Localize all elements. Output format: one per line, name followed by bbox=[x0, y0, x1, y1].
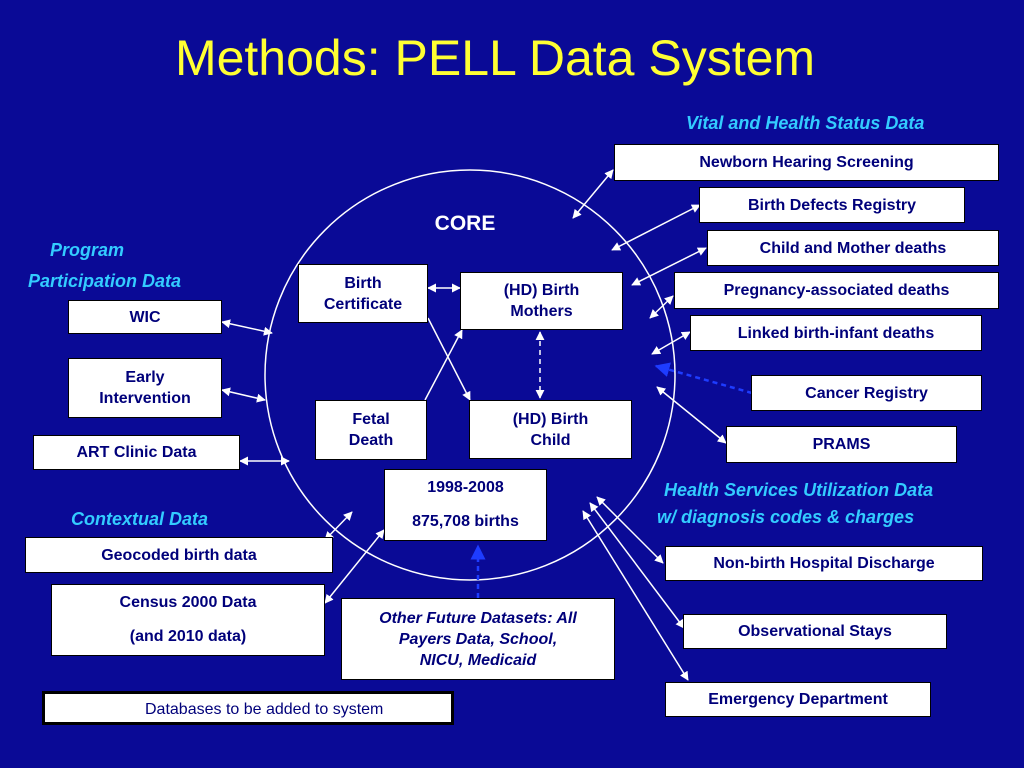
connector-nonbirth-discharge bbox=[596, 496, 664, 564]
core-label: CORE bbox=[434, 212, 496, 235]
birth-certificate-line1: Birth bbox=[344, 274, 382, 292]
connector-fetal-mothers bbox=[424, 329, 463, 401]
hd-birth-child-line2: Child bbox=[530, 431, 571, 449]
art-clinic-box: ART Clinic Data bbox=[33, 435, 240, 470]
connector-child-mother-deaths bbox=[631, 247, 707, 286]
fetal-death-line1: Fetal bbox=[352, 411, 390, 428]
geocoded-box: Geocoded birth data bbox=[25, 537, 333, 573]
census-line2: (and 2010 data) bbox=[129, 628, 247, 645]
future-line1: Other Future Datasets: All bbox=[379, 609, 577, 627]
connector-pregnancy-deaths bbox=[649, 295, 674, 319]
cancer-registry-box: Cancer Registry bbox=[751, 375, 982, 411]
census-box: Census 2000 Data (and 2010 data) bbox=[51, 584, 325, 656]
hd-birth-mothers-line2: Mothers bbox=[510, 303, 573, 320]
future-line2: Payers Data, School, bbox=[398, 630, 558, 648]
connector-cancer-registry bbox=[654, 362, 753, 395]
contextual-section-heading: Contextual Data bbox=[71, 509, 209, 529]
legend-text: Databases to be added to system bbox=[145, 701, 384, 718]
connector-emergency bbox=[582, 510, 689, 681]
birth-certificate-line2: Certificate bbox=[323, 295, 403, 313]
emergency-department-box: Emergency Department bbox=[665, 682, 931, 717]
connector-census bbox=[324, 529, 385, 604]
census-line1: Census 2000 Data bbox=[119, 594, 257, 611]
newborn-hearing-box: Newborn Hearing Screening bbox=[614, 144, 999, 181]
connector-linked-deaths bbox=[651, 331, 691, 355]
pregnancy-deaths-box: Pregnancy-associated deaths bbox=[674, 272, 999, 309]
early-intervention-line2: Intervention bbox=[99, 390, 191, 407]
core-births: 875,708 births bbox=[412, 513, 519, 530]
birth-defects-box: Birth Defects Registry bbox=[699, 187, 965, 223]
connector-early-intervention bbox=[221, 387, 266, 403]
nonbirth-discharge-box: Non-birth Hospital Discharge bbox=[665, 546, 983, 581]
child-mother-deaths-box: Child and Mother deaths bbox=[707, 230, 999, 266]
program-section-heading-line1: Program bbox=[50, 240, 125, 260]
linked-deaths-box: Linked birth-infant deaths bbox=[690, 315, 982, 351]
connector-wic bbox=[221, 319, 273, 336]
connector-geocoded bbox=[324, 511, 353, 541]
observational-stays-box: Observational Stays bbox=[683, 614, 947, 649]
core-circle bbox=[264, 169, 676, 581]
legend: Databases to be added to system bbox=[42, 691, 454, 725]
connector-hearing bbox=[572, 169, 614, 219]
connector-defects bbox=[611, 204, 701, 251]
core-summary-box: 1998-2008 875,708 births bbox=[384, 469, 547, 541]
connector-prams bbox=[656, 386, 727, 444]
hd-birth-mothers-line1: (HD) Birth bbox=[503, 282, 580, 299]
vital-section-heading: Vital and Health Status Data bbox=[686, 113, 925, 133]
hd-birth-child-line1: (HD) Birth bbox=[512, 410, 589, 428]
wic-box: WIC bbox=[68, 300, 222, 334]
health-section-heading-line2: w/ diagnosis codes & charges bbox=[657, 507, 915, 527]
future-line3: NICU, Medicaid bbox=[419, 651, 537, 669]
page-title: Methods: PELL Data System bbox=[174, 30, 816, 86]
fetal-death-line2: Death bbox=[348, 432, 394, 449]
early-intervention-line1: Early bbox=[125, 369, 165, 386]
program-section-heading-line2: Participation Data bbox=[28, 271, 182, 291]
connector-birthcert-child bbox=[427, 317, 471, 401]
health-section-heading-line1: Health Services Utilization Data bbox=[664, 480, 934, 500]
core-years: 1998-2008 bbox=[427, 479, 504, 496]
prams-box: PRAMS bbox=[726, 426, 957, 463]
